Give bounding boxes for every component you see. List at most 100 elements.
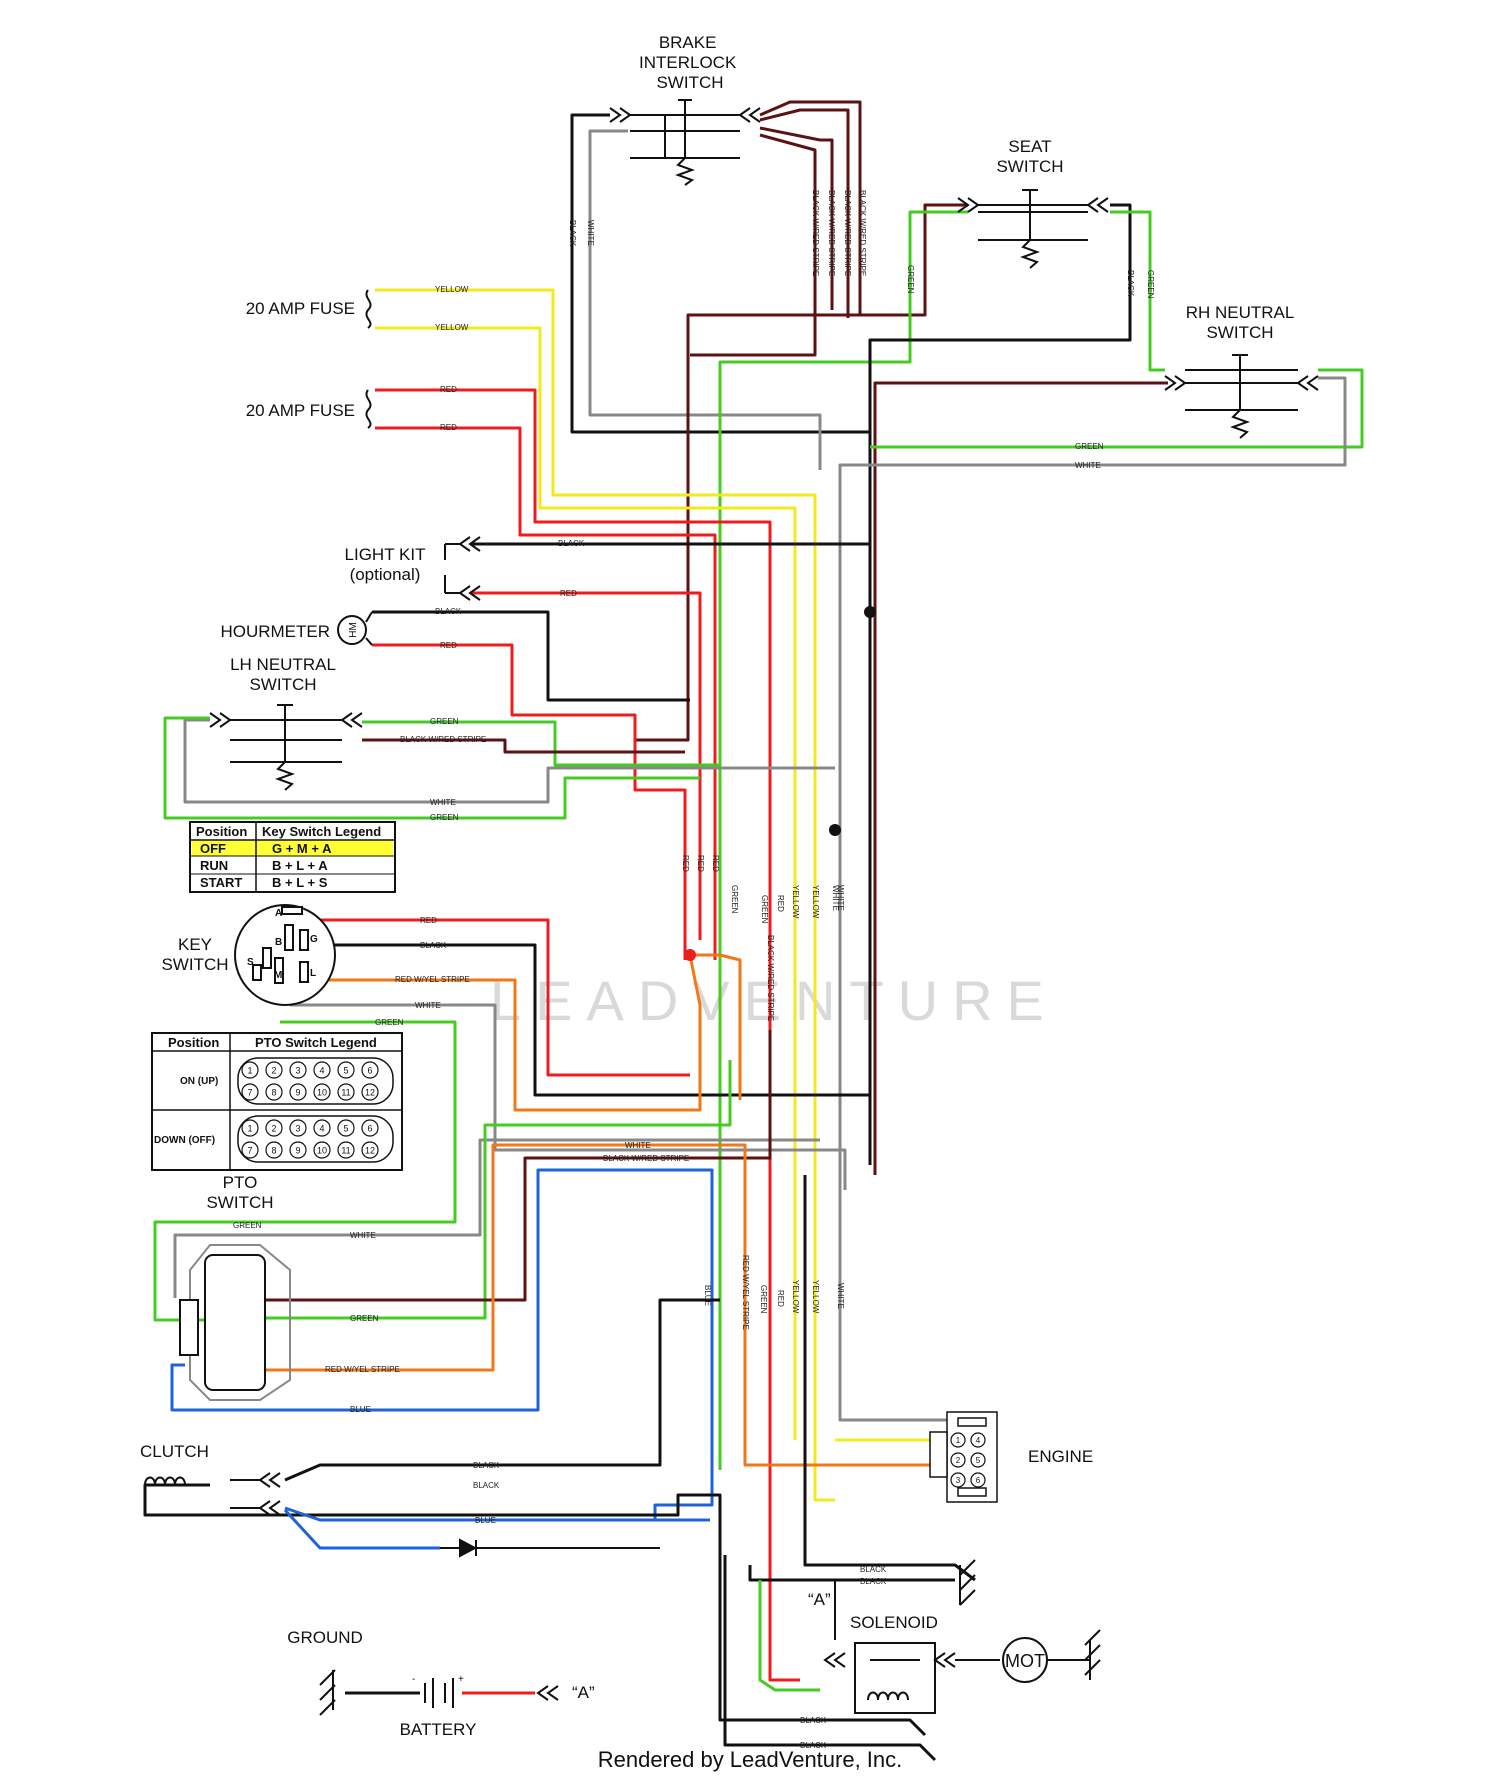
pto-terminal: 4 [313, 1061, 331, 1079]
wire-label: GREEN [759, 1285, 768, 1314]
pto-terminal-number: 12 [365, 1146, 375, 1156]
pto-terminal: 1 [241, 1061, 259, 1079]
pto-terminal-number: 8 [271, 1146, 276, 1156]
diode-icon [440, 1538, 660, 1558]
wire-black-bottom [723, 1555, 937, 1762]
svg-text:B + L + S: B + L + S [272, 875, 328, 890]
pto-terminal: 6 [361, 1061, 379, 1079]
wire-green-seat [718, 210, 968, 1470]
svg-text:OFF: OFF [200, 841, 226, 856]
wire-label: RED [776, 1290, 785, 1307]
wire-blue-pto [170, 1168, 714, 1520]
fuse-icon [365, 289, 372, 429]
wire-label: GREEN [350, 1314, 379, 1323]
wire-label: BLACK [568, 220, 577, 247]
engine-pin-number: 5 [976, 1456, 981, 1465]
svg-text:B: B [275, 937, 282, 948]
wire-black-ground1 [803, 1175, 976, 1582]
svg-text:START: START [200, 875, 242, 890]
pto-terminal: 6 [361, 1119, 379, 1137]
wire-label: BLACK [558, 539, 585, 548]
engine-pin-number: 6 [976, 1476, 981, 1485]
motor-symbol: MOT [1002, 1637, 1090, 1683]
wire-label: BLACK [473, 1461, 500, 1470]
svg-text:S: S [247, 957, 254, 968]
wire-label: BLACK W/RED STRIPE [843, 190, 852, 276]
wire-white-brake [588, 129, 822, 470]
pto-terminal: 2 [265, 1061, 283, 1079]
pto-connector [179, 1244, 291, 1401]
engine-pin [950, 1472, 966, 1488]
pto-terminal: 3 [289, 1061, 307, 1079]
wire-label: BLACK [420, 941, 447, 950]
wire-label: YELLOW [435, 323, 469, 332]
wire-white-pto [173, 1138, 820, 1298]
wire-label: RED [560, 589, 577, 598]
ground-icon [959, 1559, 976, 1606]
pto-terminal-number: 3 [295, 1124, 300, 1134]
wire-black-clutch2 [284, 1298, 720, 1482]
wire-green-sol [758, 1580, 820, 1692]
pto-terminal-number: 6 [367, 1066, 372, 1076]
svg-text:PTO Switch Legend: PTO Switch Legend [255, 1035, 377, 1050]
ground-icon [1084, 1629, 1101, 1680]
wire-bwr-brake1 [635, 100, 862, 742]
engine-pin [970, 1472, 986, 1488]
wire-red-fuse2 [375, 426, 717, 960]
light-kit-symbol [444, 536, 481, 601]
wire-label: BLUE [703, 1285, 712, 1306]
wire-red-hm [372, 643, 687, 960]
pto-terminal-number: 11 [341, 1088, 350, 1098]
pto-terminal-number: 9 [295, 1146, 300, 1156]
svg-text:Key Switch Legend: Key Switch Legend [262, 824, 381, 839]
wire-label: BLACK [473, 1481, 500, 1490]
wire-bwr-brake3 [759, 126, 834, 310]
wire-label: RED W/YEL STRIPE [741, 1255, 750, 1330]
pto-terminal: 12 [361, 1083, 379, 1101]
wire-label: BLACK W/RED STRIPE [400, 735, 486, 744]
pto-terminal-number: 11 [341, 1146, 350, 1156]
wire-green-key [153, 1020, 457, 1322]
wire-label: BLACK W/RED STRIPE [766, 935, 775, 1021]
pto-terminal-number: 8 [271, 1088, 276, 1098]
wire-label: WHITE [586, 220, 595, 246]
wire-black-key [300, 943, 870, 1097]
pto-terminal: 11 [337, 1141, 355, 1159]
junction-dot [829, 824, 841, 836]
wire-green-lh2 [163, 716, 700, 820]
pto-terminal-number: 1 [247, 1124, 252, 1134]
pto-terminal: 11 [337, 1083, 355, 1101]
svg-text:Position: Position [196, 824, 247, 839]
pto-terminal: 8 [265, 1141, 283, 1159]
wire-label: BLACK [800, 1716, 827, 1725]
wire-label: YELLOW [435, 285, 469, 294]
pto-terminal-number: 4 [319, 1124, 324, 1134]
pto-terminal-number: 6 [367, 1124, 372, 1134]
wire-label: RED [696, 855, 705, 872]
pto-terminal-number: 1 [247, 1066, 252, 1076]
pto-terminal: 8 [265, 1083, 283, 1101]
light-kit-label: LIGHT KIT(optional) [345, 545, 426, 584]
svg-text:RUN: RUN [200, 858, 228, 873]
wire-label: RED [440, 641, 457, 650]
wire-green-lh [362, 720, 720, 767]
fuse-label-1: 20 AMP FUSE [246, 299, 355, 318]
svg-text:ON (UP): ON (UP) [180, 1076, 218, 1087]
wire-label: BLACK [1126, 270, 1135, 297]
pto-terminal-number: 10 [317, 1088, 327, 1098]
engine-pin [970, 1452, 986, 1468]
pto-terminal: 4 [313, 1119, 331, 1137]
watermark: LEADVENTURE [490, 969, 1058, 1032]
wire-label: BLACK W/RED STRIPE [858, 190, 867, 276]
wire-label: WHITE [625, 1141, 651, 1150]
rh-neutral-symbol [1164, 354, 1319, 439]
pto-terminal: 3 [289, 1119, 307, 1137]
pto-terminal-number: 5 [343, 1124, 348, 1134]
wire-label: GREEN [906, 265, 915, 294]
wire-label: BLACK W/RED STRIPE [811, 190, 820, 276]
hourmeter-symbol: HM [337, 611, 373, 646]
battery-label: BATTERY [400, 1720, 477, 1739]
